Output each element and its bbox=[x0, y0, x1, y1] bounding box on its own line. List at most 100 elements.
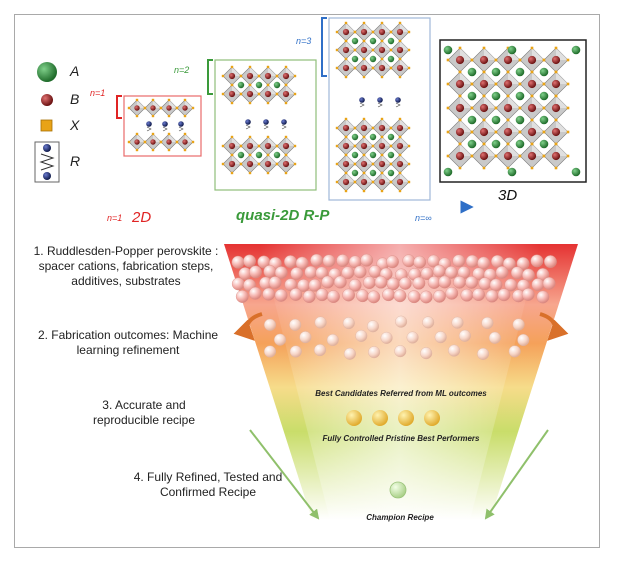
octahedron-face bbox=[250, 85, 259, 94]
spacer-cation bbox=[263, 119, 269, 125]
refined-sphere bbox=[289, 345, 302, 358]
x-anion bbox=[159, 140, 163, 144]
a-cation bbox=[273, 81, 281, 89]
x-anion bbox=[135, 132, 139, 136]
a-cation bbox=[491, 67, 501, 77]
a-cation bbox=[539, 115, 549, 125]
x-anion bbox=[398, 117, 402, 121]
octahedron-face bbox=[364, 41, 373, 50]
octahedron-face bbox=[532, 144, 544, 156]
candidate-sphere bbox=[490, 254, 504, 268]
x-anion bbox=[353, 162, 357, 166]
spacer-chain bbox=[178, 126, 184, 132]
x-anion bbox=[353, 48, 357, 52]
octahedron-face bbox=[346, 137, 355, 146]
b-cation bbox=[360, 46, 368, 54]
candidate-sphere bbox=[504, 278, 518, 292]
x-anion bbox=[335, 48, 339, 52]
x-anion bbox=[335, 126, 339, 130]
b-cation bbox=[282, 72, 290, 80]
octahedron-face bbox=[556, 144, 568, 156]
b-cation bbox=[360, 64, 368, 72]
x-anion bbox=[335, 66, 339, 70]
b-cation bbox=[264, 160, 272, 168]
candidate-sphere bbox=[290, 267, 304, 280]
x-anion bbox=[151, 98, 155, 102]
octahedron-face bbox=[169, 134, 177, 142]
x-anion bbox=[506, 118, 510, 122]
spacer-chain bbox=[395, 102, 401, 108]
candidate-sphere bbox=[531, 278, 545, 291]
b-cation bbox=[527, 151, 537, 161]
candidate-sphere bbox=[445, 286, 459, 300]
spacer-chain bbox=[245, 124, 251, 130]
octahedron-face bbox=[382, 155, 391, 164]
octahedron-face bbox=[532, 72, 544, 84]
x-anion bbox=[344, 57, 348, 61]
octahedron-face bbox=[382, 173, 391, 182]
octahedron-face bbox=[185, 134, 193, 142]
x-anion bbox=[266, 135, 270, 139]
x-anion bbox=[398, 39, 402, 43]
b-cation bbox=[378, 142, 386, 150]
x-anion bbox=[518, 130, 522, 134]
x-anion bbox=[230, 83, 234, 87]
a-cation bbox=[467, 139, 477, 149]
candidate-sphere bbox=[333, 275, 347, 289]
candidate-sphere bbox=[322, 254, 336, 268]
candidate-sphere bbox=[295, 256, 309, 270]
x-anion bbox=[284, 65, 288, 69]
spacer-cation bbox=[395, 97, 401, 103]
a-cation bbox=[387, 37, 395, 45]
octahedron-face bbox=[400, 173, 409, 182]
octahedron-face bbox=[346, 119, 355, 128]
x-anion bbox=[266, 153, 270, 157]
candidate-sphere bbox=[302, 290, 316, 303]
x-anion bbox=[371, 126, 375, 130]
x-anion bbox=[458, 94, 462, 98]
octahedron-face bbox=[364, 23, 373, 32]
a-cation bbox=[571, 45, 581, 55]
x-anion bbox=[482, 94, 486, 98]
x-anion bbox=[542, 154, 546, 158]
octahedron-face bbox=[153, 100, 161, 108]
x-anion bbox=[257, 92, 261, 96]
x-anion bbox=[167, 132, 171, 136]
octahedron-face bbox=[382, 41, 391, 50]
x-anion bbox=[566, 58, 570, 62]
x-anion bbox=[248, 65, 252, 69]
x-anion bbox=[151, 114, 155, 118]
n3-bracket bbox=[321, 17, 327, 77]
b-cation bbox=[396, 28, 404, 36]
refined-sphere bbox=[367, 320, 380, 333]
x-anion bbox=[407, 144, 411, 148]
spacer-cation bbox=[162, 121, 168, 127]
axis-right-n: n=∞ bbox=[415, 213, 432, 223]
candidate-sphere bbox=[283, 255, 297, 269]
octahedron-face bbox=[532, 120, 544, 132]
x-anion bbox=[221, 92, 225, 96]
octahedron-face bbox=[484, 144, 496, 156]
candidate-sphere bbox=[289, 288, 303, 301]
axis-2d-label: 2D bbox=[132, 209, 152, 226]
b-cation bbox=[342, 160, 350, 168]
x-anion bbox=[554, 142, 558, 146]
candidate-sphere bbox=[521, 288, 535, 301]
octahedron-face bbox=[460, 120, 472, 132]
x-anion bbox=[554, 70, 558, 74]
candidate-sphere bbox=[348, 278, 362, 292]
x-anion bbox=[151, 148, 155, 152]
x-anion bbox=[293, 162, 297, 166]
x-anion bbox=[230, 101, 234, 105]
x-anion bbox=[494, 82, 498, 86]
refined-sphere bbox=[517, 334, 530, 347]
candidate-sphere bbox=[368, 265, 382, 278]
refined-sphere bbox=[342, 317, 355, 330]
b-cation bbox=[503, 103, 513, 113]
x-anion bbox=[389, 144, 393, 148]
x-anion bbox=[257, 144, 261, 148]
b-cation bbox=[479, 103, 489, 113]
funnel-left-arrow bbox=[249, 429, 320, 520]
candidate-sphere bbox=[263, 264, 277, 278]
